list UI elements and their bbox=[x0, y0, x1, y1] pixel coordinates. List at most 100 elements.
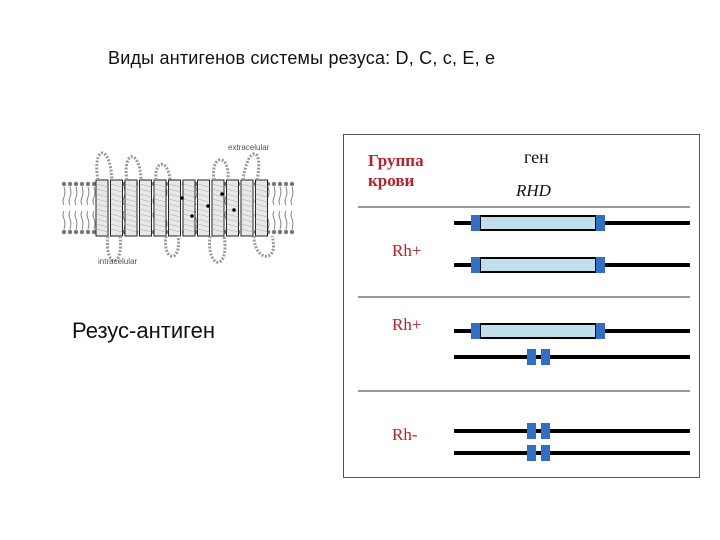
extracellular-loop bbox=[241, 152, 261, 181]
lipid-tail-inner bbox=[278, 210, 282, 230]
transmembrane-helix bbox=[153, 179, 167, 237]
transmembrane-helix bbox=[240, 179, 254, 237]
lipid-tail-outer bbox=[68, 186, 72, 206]
helix-hatch bbox=[197, 218, 210, 223]
helix-hatch bbox=[197, 228, 210, 233]
helix-hatch bbox=[153, 223, 167, 228]
lipid-tail-inner bbox=[68, 210, 72, 230]
gene-marker-left bbox=[471, 323, 480, 339]
helix-hatch bbox=[240, 213, 254, 218]
helix-hatch bbox=[168, 198, 181, 203]
header-rhd: RHD bbox=[516, 181, 551, 200]
helix-hatch bbox=[153, 188, 167, 193]
helix-hatch bbox=[95, 208, 109, 213]
helix-hatch bbox=[255, 223, 268, 228]
helix-hatch bbox=[168, 213, 181, 218]
helix-hatch bbox=[226, 188, 239, 193]
row-label-3: Rh- bbox=[392, 425, 418, 444]
helix-hatch bbox=[240, 218, 254, 223]
lipid-tail-inner bbox=[92, 210, 96, 230]
helix-hatch bbox=[255, 213, 268, 218]
helix-hatch bbox=[153, 183, 167, 188]
helix-hatch bbox=[255, 193, 268, 198]
lipid-tail-inner bbox=[284, 210, 288, 230]
helix-hatch bbox=[240, 188, 254, 193]
helix-hatch bbox=[197, 193, 210, 198]
helix-hatch bbox=[139, 183, 152, 188]
extracellular-loop bbox=[124, 155, 143, 181]
residue-dot bbox=[220, 192, 224, 196]
transmembrane-helix bbox=[226, 179, 239, 237]
helix-hatch bbox=[139, 218, 152, 223]
helix-hatch bbox=[95, 198, 109, 203]
helix-hatch bbox=[153, 218, 167, 223]
helix-hatch bbox=[226, 218, 239, 223]
helix-hatch bbox=[110, 188, 123, 193]
lipid-head-outer bbox=[283, 181, 289, 187]
rhd-gene-box bbox=[479, 257, 597, 273]
helix-hatch bbox=[110, 193, 123, 198]
helix-hatch bbox=[197, 188, 210, 193]
helix-hatch bbox=[168, 218, 181, 223]
helix-hatch bbox=[182, 228, 196, 233]
extracellular-loop bbox=[95, 151, 114, 181]
lipid-head-inner bbox=[289, 229, 295, 235]
helix-hatch bbox=[197, 213, 210, 218]
residue-dot bbox=[206, 204, 210, 208]
slide-title: Виды антигенов системы резуса: D, C, c, … bbox=[108, 48, 496, 68]
lipid-head-inner bbox=[277, 229, 283, 235]
helix-hatch bbox=[197, 223, 210, 228]
helix-hatch bbox=[153, 193, 167, 198]
intracellular-loop bbox=[252, 235, 275, 258]
lipid-tail-outer bbox=[86, 186, 90, 206]
helix-hatch bbox=[226, 223, 239, 228]
gene-marker-right bbox=[596, 257, 605, 273]
helix-hatch bbox=[226, 213, 239, 218]
rhesus-antigen-label: Резус-антиген bbox=[72, 318, 216, 343]
helix-hatch bbox=[240, 228, 254, 233]
helix-hatch bbox=[124, 198, 138, 203]
lipid-head-inner bbox=[271, 229, 277, 235]
helix-hatch bbox=[255, 198, 268, 203]
helix-hatch bbox=[211, 218, 225, 223]
residue-dot bbox=[180, 196, 184, 200]
lipid-tail-outer bbox=[278, 186, 282, 206]
helix-hatch bbox=[153, 213, 167, 218]
lipid-head-outer bbox=[289, 181, 295, 187]
extracellular-loop bbox=[154, 162, 172, 181]
helix-hatch bbox=[95, 203, 109, 208]
lipid-head-inner bbox=[85, 229, 91, 235]
residue-dot bbox=[232, 208, 236, 212]
gene-marker-right bbox=[596, 323, 605, 339]
deletion-marker-right bbox=[541, 349, 550, 365]
lipid-tail-inner bbox=[86, 210, 90, 230]
header-blood-group-line1: Группа bbox=[368, 151, 424, 170]
helix-hatch bbox=[182, 198, 196, 203]
helix-hatch bbox=[226, 198, 239, 203]
transmembrane-helix bbox=[168, 179, 181, 237]
helix-hatch bbox=[168, 223, 181, 228]
helix-hatch bbox=[197, 183, 210, 188]
gene-marker-left bbox=[471, 215, 480, 231]
helix-hatch bbox=[211, 213, 225, 218]
helix-hatch bbox=[211, 203, 225, 208]
helix-hatch bbox=[95, 223, 109, 228]
transmembrane-helix bbox=[139, 179, 152, 237]
helix-hatch bbox=[226, 203, 239, 208]
helix-hatch bbox=[139, 188, 152, 193]
helix-hatch bbox=[211, 223, 225, 228]
lipid-tail-inner bbox=[290, 210, 294, 230]
helix-hatch bbox=[211, 183, 225, 188]
lipid-tail-outer bbox=[290, 186, 294, 206]
helix-hatch bbox=[124, 213, 138, 218]
deletion-marker-left bbox=[527, 423, 536, 439]
lipid-tail-inner bbox=[62, 210, 66, 230]
gene-marker-right bbox=[596, 215, 605, 231]
rhd-gene-box bbox=[479, 323, 597, 339]
helix-hatch bbox=[124, 223, 138, 228]
transmembrane-helix bbox=[255, 179, 268, 237]
deletion-marker-right bbox=[541, 445, 550, 461]
lipid-head-outer bbox=[61, 181, 67, 187]
gene-panel-lines bbox=[358, 206, 690, 461]
